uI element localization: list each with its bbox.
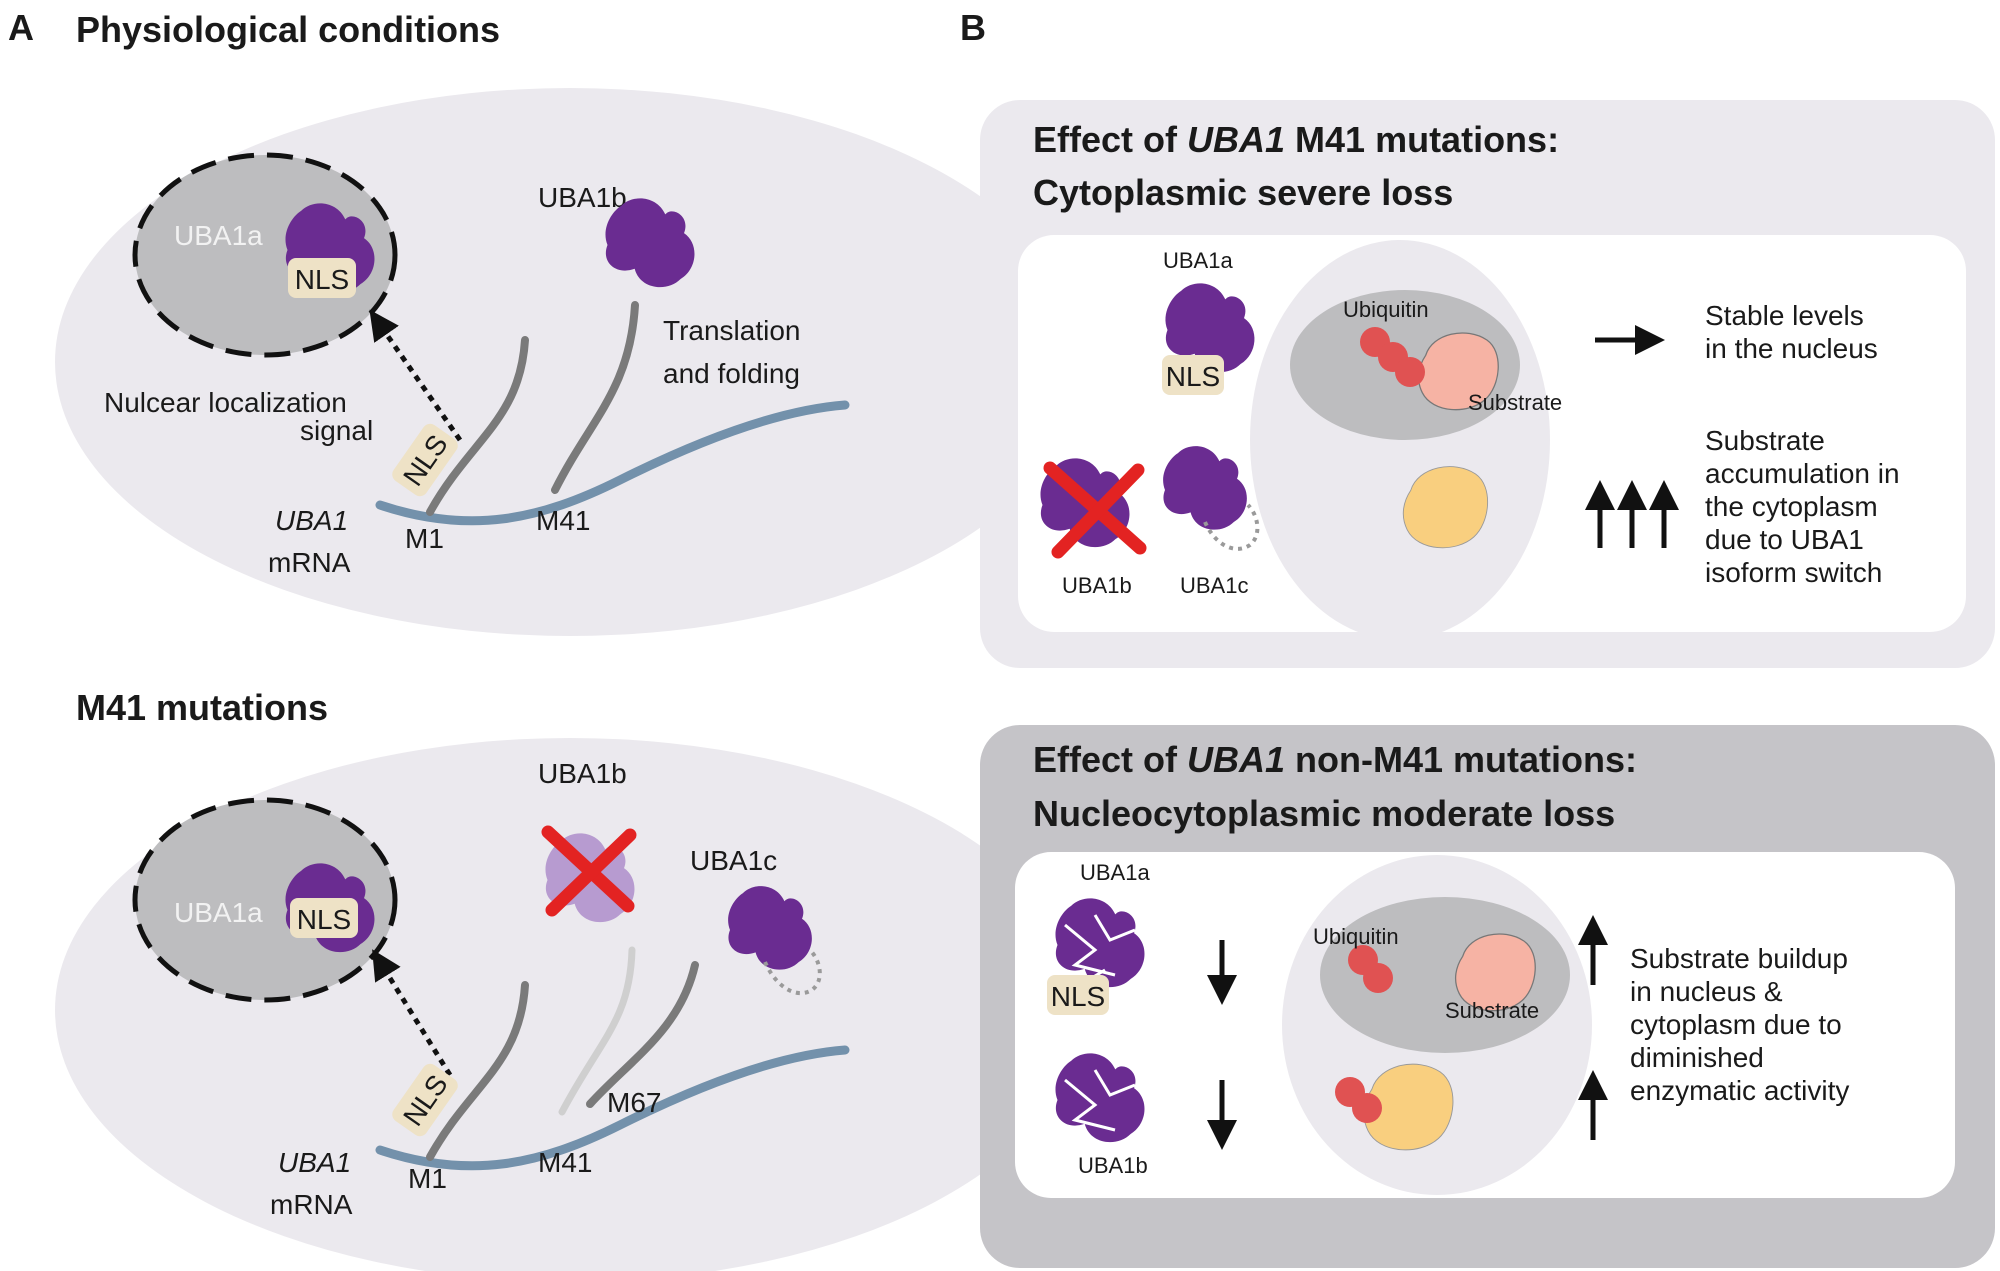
substrate-label-b1: Substrate	[1468, 390, 1562, 415]
nls-tag-b2	[1047, 975, 1109, 1015]
nls-tag-label-b1: NLS	[1166, 361, 1220, 392]
uba1a-label: UBA1a	[174, 220, 263, 251]
polypeptide-m1-bottom	[426, 981, 529, 1161]
polypeptide-m1	[426, 336, 529, 516]
nls-tag-bottom	[290, 898, 358, 938]
mrna-label: mRNA	[268, 547, 351, 578]
uba1c-label-bottom: UBA1c	[690, 845, 777, 876]
ubiquitin-4-b2	[1352, 1093, 1382, 1123]
box-non-m41-title: Effect of UBA1 non-M41 mutations:	[1033, 739, 1637, 780]
uba1c-missing-segment-b1	[1203, 503, 1260, 551]
effect-accumulation: Substrate accumulation in the cytoplasm …	[1705, 425, 1907, 588]
cross-uba1b	[541, 825, 637, 917]
translation-label-1: Translation	[663, 315, 800, 346]
box-m41-title: Effect of UBA1 M41 mutations:	[1033, 119, 1559, 160]
translation-label-2: and folding	[663, 358, 800, 389]
m1-label-bottom: M1	[408, 1163, 447, 1194]
gene-label: UBA1	[275, 505, 348, 536]
box-non-m41-subtitle: Nucleocytoplasmic moderate loss	[1033, 793, 1615, 834]
mrna-strand	[375, 400, 850, 526]
panel-a-bottom-title: M41 mutations	[76, 687, 328, 728]
uba1b-label: UBA1b	[538, 182, 627, 213]
nls-tag-label-bottom: NLS	[297, 904, 351, 935]
nuclear-import-arrow-bottom	[372, 949, 453, 1077]
polypeptide-m41	[551, 301, 639, 494]
polypeptide-m41-bottom-faded	[558, 946, 636, 1116]
m41-label: M41	[536, 505, 590, 536]
nls-signal-label-2: signal	[300, 415, 373, 446]
uba1a-label-b1: UBA1a	[1163, 248, 1233, 273]
nls-tag-b1	[1162, 355, 1224, 395]
mrna-strand-bottom	[375, 1045, 850, 1171]
cross-uba1b-b1	[1043, 461, 1147, 559]
polypeptide-m67-bottom	[586, 961, 699, 1108]
uba1b-label-bottom: UBA1b	[538, 758, 627, 789]
substrate-label-b2: Substrate	[1445, 998, 1539, 1023]
ubiquitin-3-b1	[1395, 357, 1425, 387]
mrna-label-bottom: mRNA	[270, 1189, 353, 1220]
panel-a-letter: A	[8, 7, 34, 48]
nls-tag-label: NLS	[295, 264, 349, 295]
uba1c-label-b1: UBA1c	[1180, 573, 1248, 598]
ubiquitin-2-b2	[1363, 963, 1393, 993]
nls-tag	[288, 258, 356, 298]
uba1a-label-b2: UBA1a	[1080, 860, 1150, 885]
uba1c-missing-segment	[763, 948, 822, 996]
ubiquitin-label-b1: Ubiquitin	[1343, 297, 1429, 322]
uba1b-label-b2: UBA1b	[1078, 1153, 1148, 1178]
nls-tag-label-b2: NLS	[1051, 981, 1105, 1012]
m41-label-bottom: M41	[538, 1147, 592, 1178]
gene-label-bottom: UBA1	[278, 1147, 351, 1178]
uba1a-label-bottom: UBA1a	[174, 897, 263, 928]
damage-cracks-b	[1064, 1069, 1136, 1132]
m1-label: M1	[405, 523, 444, 554]
panel-b-letter: B	[960, 7, 986, 48]
uba1b-label-b1: UBA1b	[1062, 573, 1132, 598]
effect-buildup: Substrate buildup in nucleus & cytoplasm…	[1630, 943, 1856, 1106]
nls-signal-label-1: Nulcear localization	[104, 387, 347, 418]
effect-stable: Stable levels in the nucleus	[1705, 300, 1878, 364]
m67-label-bottom: M67	[607, 1087, 661, 1118]
nucleus-top	[132, 152, 398, 358]
ubiquitin-label-b2: Ubiquitin	[1313, 924, 1399, 949]
box-m41-subtitle: Cytoplasmic severe loss	[1033, 172, 1453, 213]
panel-a-top-title: Physiological conditions	[76, 9, 500, 50]
